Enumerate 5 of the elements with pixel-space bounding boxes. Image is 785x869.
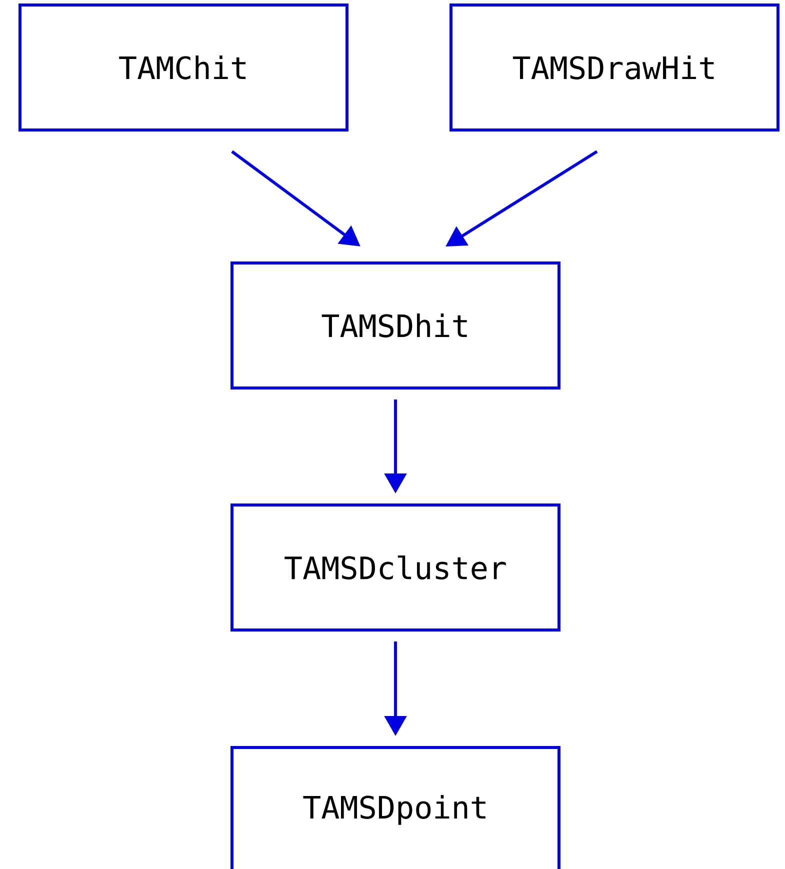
class-box: TAMChit xyxy=(18,4,348,132)
class-box: TAMSDcluster xyxy=(230,504,560,632)
class-box: TAMSDrawHit xyxy=(450,4,780,132)
class-box: TAMSDpoint xyxy=(230,746,560,869)
class-box: TAMSDhit xyxy=(230,262,560,390)
